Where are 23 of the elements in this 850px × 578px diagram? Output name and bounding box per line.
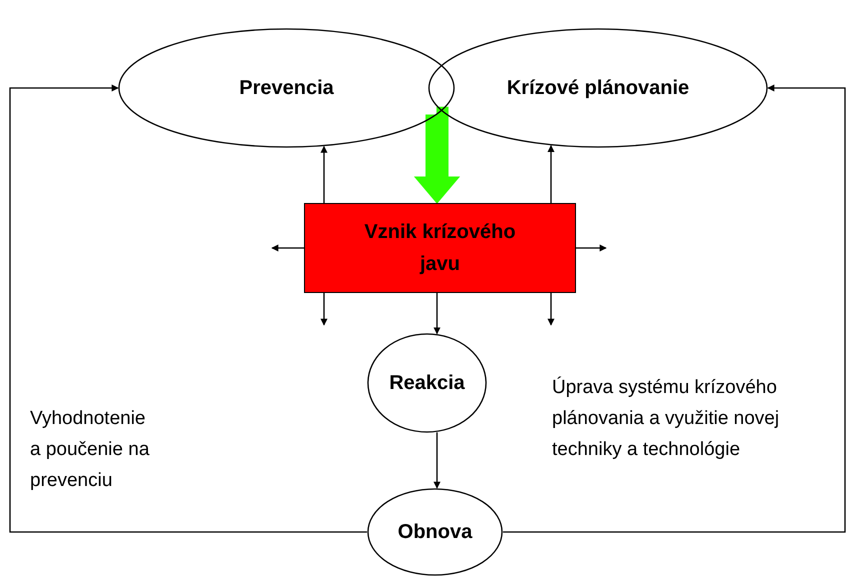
ellipse-node bbox=[428, 28, 768, 148]
arrow bbox=[548, 293, 554, 326]
node-label: Prevencia bbox=[239, 76, 334, 101]
block-arrow bbox=[414, 106, 460, 204]
node-label: Vznik krízového javu bbox=[363, 220, 517, 277]
ellipse-node bbox=[367, 333, 487, 433]
arrow bbox=[271, 244, 304, 252]
ellipse-node bbox=[367, 488, 503, 576]
arrow bbox=[320, 293, 328, 326]
arrow bbox=[576, 244, 607, 252]
process-box bbox=[304, 203, 576, 293]
arrow bbox=[320, 146, 328, 203]
arrow bbox=[548, 144, 554, 203]
arrow bbox=[434, 432, 440, 489]
node-label: Reakcia bbox=[389, 371, 465, 396]
node-label: Krízové plánovanie bbox=[506, 76, 690, 101]
note-text: Vyhodnotenie a poučenie na prevenciu bbox=[30, 407, 150, 493]
ellipse-node bbox=[118, 28, 455, 148]
arrow bbox=[503, 84, 846, 533]
arrow bbox=[434, 293, 440, 334]
node-label: Obnova bbox=[398, 520, 472, 545]
arrow bbox=[9, 84, 367, 533]
note-text: Úprava systému krízového plánovania a využitie novej techniky a technológie bbox=[552, 376, 780, 462]
